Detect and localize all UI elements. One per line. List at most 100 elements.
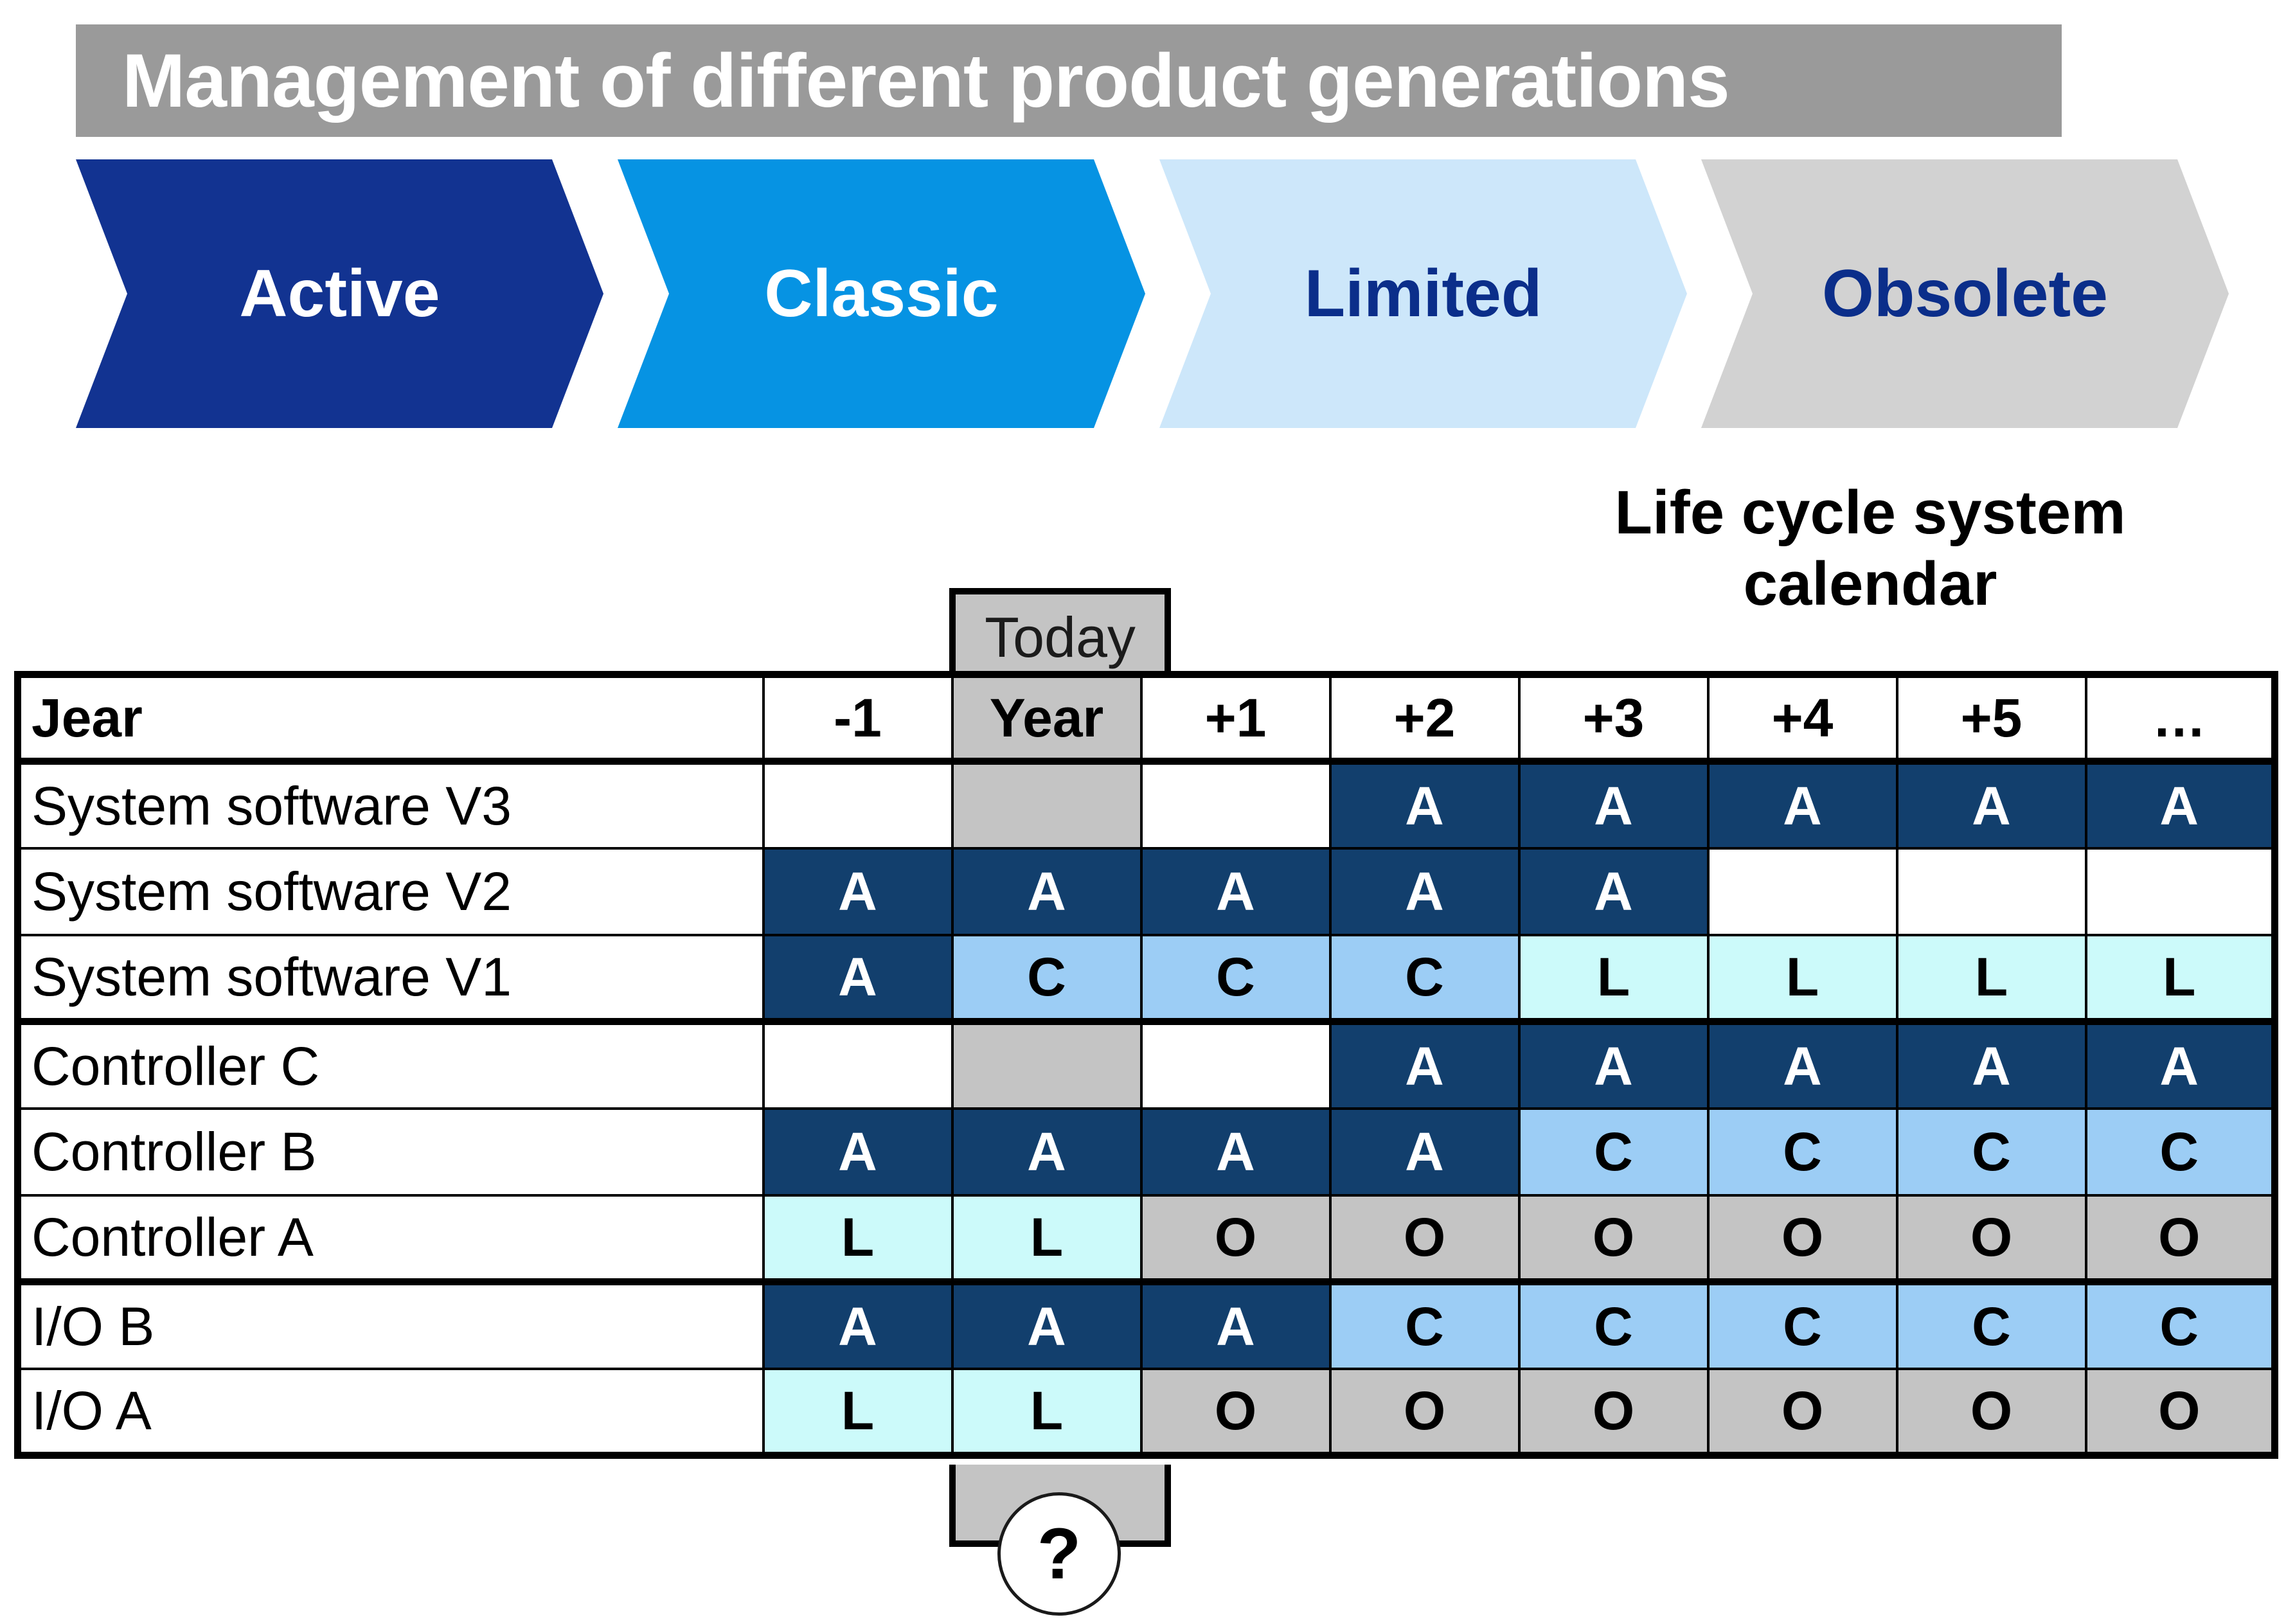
- column-header-today: Year: [951, 673, 1143, 765]
- cell-state-A: A: [1706, 1020, 1898, 1110]
- cell-state-A: A: [1328, 846, 1521, 936]
- cell-state-A: A: [2084, 760, 2276, 850]
- cell-state-C: C: [1706, 1107, 1898, 1197]
- cell-state-C: C: [1706, 1280, 1898, 1370]
- cell-state-A: A: [2084, 1020, 2276, 1110]
- cell-state-O: O: [2084, 1193, 2276, 1285]
- row-label: System software V2: [16, 846, 765, 936]
- cell-empty: [762, 760, 954, 850]
- column-header-plus1: +1: [1139, 673, 1332, 765]
- cell-state-A: A: [1517, 1020, 1710, 1110]
- lifecycle-stage-label: Active: [239, 256, 440, 331]
- calendar-caption-line2: calendar: [1743, 549, 1997, 619]
- column-header-minus1: -1: [762, 673, 954, 765]
- cell-state-O: O: [1895, 1193, 2087, 1285]
- column-header-plus2: +2: [1328, 673, 1521, 765]
- cell-empty: [1895, 846, 2087, 936]
- question-mark-icon: ?: [1037, 1513, 1082, 1594]
- cell-state-C: C: [951, 933, 1143, 1025]
- cell-state-C: C: [1328, 1280, 1521, 1370]
- column-header-plus3: +3: [1517, 673, 1710, 765]
- column-header-plus4: +4: [1706, 673, 1898, 765]
- cell-state-L: L: [951, 1193, 1143, 1285]
- row-label: Controller B: [16, 1107, 765, 1197]
- question-mark-badge: ?: [997, 1492, 1121, 1616]
- calendar-caption-line1: Life cycle system: [1614, 478, 2126, 547]
- row-label: I/O A: [16, 1367, 765, 1457]
- cell-state-A: A: [762, 1280, 954, 1370]
- cell-state-C: C: [1517, 1280, 1710, 1370]
- cell-state-A: A: [1139, 1107, 1332, 1197]
- cell-state-A: A: [1706, 760, 1898, 850]
- lifecycle-stage-classic[interactable]: Classic: [618, 159, 1145, 428]
- calendar-caption: Life cycle system calendar: [1562, 477, 2179, 620]
- cell-state-L: L: [1517, 933, 1710, 1025]
- cell-state-O: O: [1706, 1193, 1898, 1285]
- cell-state-C: C: [2084, 1107, 2276, 1197]
- cell-state-A: A: [1328, 760, 1521, 850]
- cell-empty: [1139, 760, 1332, 850]
- cell-state-L: L: [2084, 933, 2276, 1025]
- row-label: Controller A: [16, 1193, 765, 1285]
- cell-state-C: C: [1895, 1280, 2087, 1370]
- cell-state-C: C: [2084, 1280, 2276, 1370]
- lifecycle-stage-label: Classic: [764, 256, 999, 331]
- lifecycle-stage-band: Active Classic Limited Obsolete: [76, 159, 2229, 428]
- cell-empty: [951, 1020, 1143, 1110]
- cell-state-O: O: [1139, 1193, 1332, 1285]
- cell-state-A: A: [1895, 760, 2087, 850]
- cell-state-C: C: [1139, 933, 1332, 1025]
- cell-state-O: O: [1139, 1367, 1332, 1457]
- cell-state-L: L: [951, 1367, 1143, 1457]
- cell-state-O: O: [2084, 1367, 2276, 1457]
- column-header-plus5: +5: [1895, 673, 2087, 765]
- cell-empty: [951, 760, 1143, 850]
- cell-state-A: A: [1139, 1280, 1332, 1370]
- cell-state-L: L: [762, 1193, 954, 1285]
- cell-empty: [1706, 846, 1898, 936]
- today-label: Today: [985, 605, 1136, 669]
- lifecycle-stage-label: Limited: [1304, 256, 1542, 331]
- cell-state-O: O: [1517, 1367, 1710, 1457]
- cell-state-O: O: [1328, 1367, 1521, 1457]
- cell-state-A: A: [1328, 1107, 1521, 1197]
- page-title: Management of different product generati…: [122, 38, 1730, 123]
- cell-state-L: L: [762, 1367, 954, 1457]
- cell-state-A: A: [951, 1107, 1143, 1197]
- lifecycle-stage-limited[interactable]: Limited: [1159, 159, 1687, 428]
- cell-state-L: L: [1706, 933, 1898, 1025]
- cell-state-A: A: [951, 1280, 1143, 1370]
- cell-state-A: A: [762, 933, 954, 1025]
- cell-state-C: C: [1895, 1107, 2087, 1197]
- column-header-ellipsis: …: [2084, 673, 2276, 765]
- cell-state-A: A: [1517, 760, 1710, 850]
- row-label: System software V1: [16, 933, 765, 1025]
- lifecycle-stage-label: Obsolete: [1822, 256, 2108, 331]
- cell-state-L: L: [1895, 933, 2087, 1025]
- cell-state-A: A: [762, 846, 954, 936]
- lifecycle-stage-active[interactable]: Active: [76, 159, 603, 428]
- cell-empty: [762, 1020, 954, 1110]
- cell-state-A: A: [762, 1107, 954, 1197]
- cell-empty: [2084, 846, 2276, 936]
- cell-state-A: A: [951, 846, 1143, 936]
- cell-state-C: C: [1328, 933, 1521, 1025]
- today-marker-tab: Today: [949, 588, 1171, 681]
- row-label: System software V3: [16, 760, 765, 850]
- cell-state-A: A: [1895, 1020, 2087, 1110]
- lifecycle-stage-obsolete[interactable]: Obsolete: [1701, 159, 2229, 428]
- row-label: Controller C: [16, 1020, 765, 1110]
- page-title-bar: Management of different product generati…: [76, 24, 2062, 137]
- cell-state-O: O: [1517, 1193, 1710, 1285]
